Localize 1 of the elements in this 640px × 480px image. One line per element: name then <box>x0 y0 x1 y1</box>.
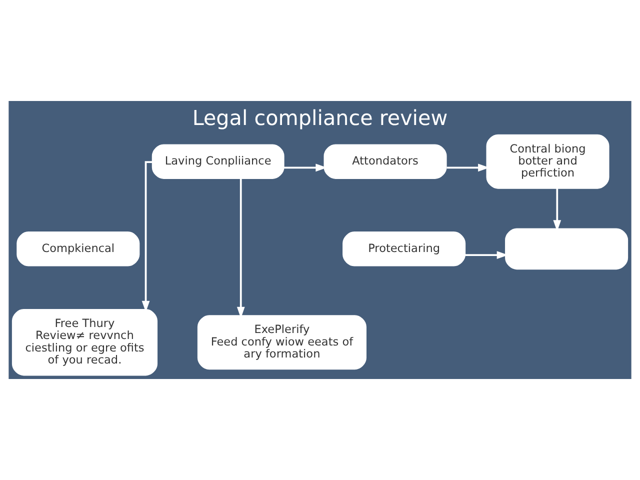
diagram-title: Legal compliance review <box>192 106 448 130</box>
